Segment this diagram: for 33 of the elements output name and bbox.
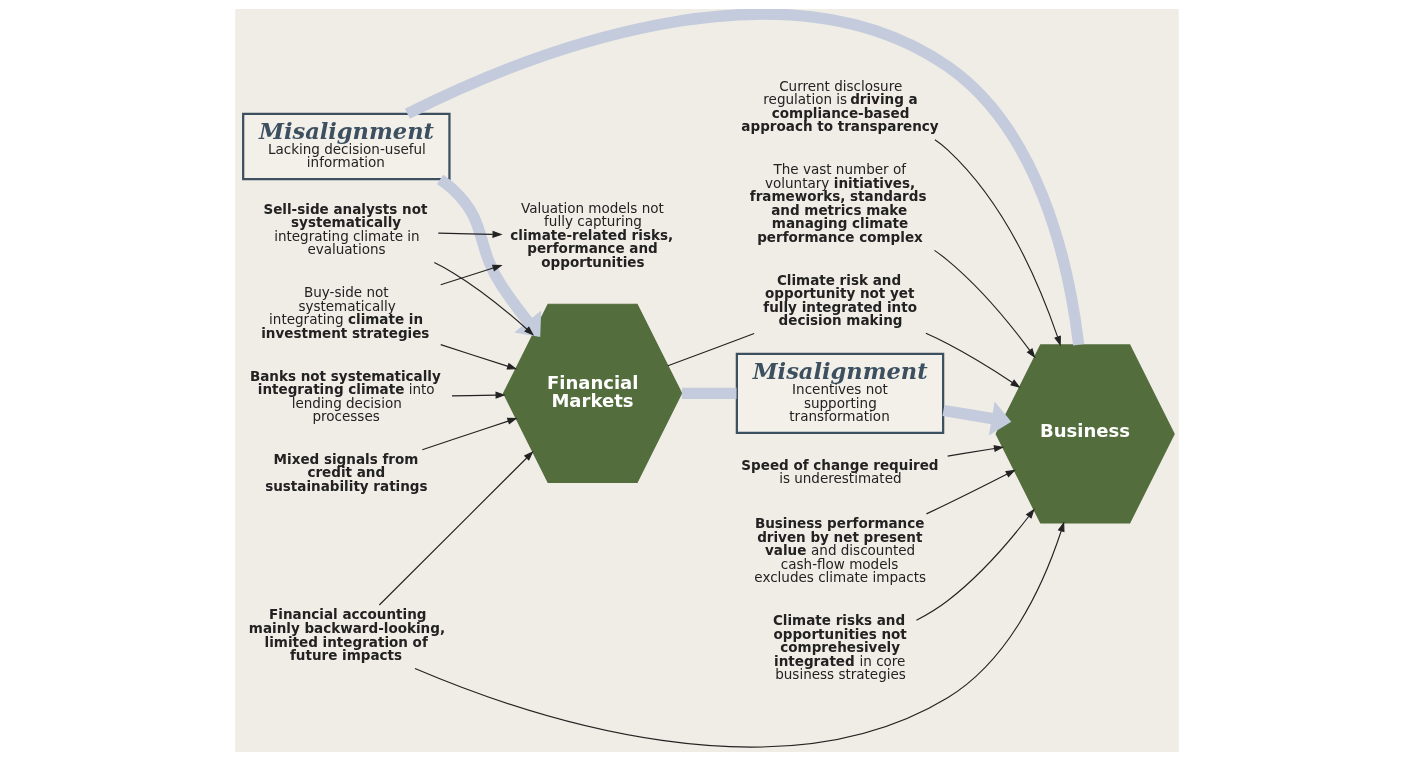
arrow [439, 343, 517, 370]
arrow [933, 249, 1035, 358]
arrow [439, 264, 503, 285]
arrow [378, 450, 534, 606]
node-box: Misalignment Lacking decision-useful information [241, 112, 451, 180]
node-text: Valuation models not fully capturing climate-related risks, performance and opportunities [509, 199, 673, 270]
arrow [933, 138, 1061, 346]
arrow [915, 508, 1035, 621]
arrow [925, 469, 1016, 514]
node-text: Speed of change required is underestimated [740, 456, 939, 486]
node-text: Financial accounting mainly backward-looking, limited integration of future impacts [248, 605, 445, 663]
arrow [450, 391, 506, 399]
node-text: Climate risks and opportunities not comprehesively integrated in core business strategies [772, 611, 907, 682]
arrow [421, 417, 518, 450]
node-text: Mixed signals from credit and sustainability ratings [264, 450, 428, 494]
arrow [436, 174, 541, 337]
node-text: The vast number of voluntary initiatives, frameworks, standards and metrics make managing climate performance complex [749, 160, 926, 245]
arrow [946, 444, 1004, 457]
node-text: Current disclosure regulation is driving a compliance-based approach to transparency [740, 77, 939, 134]
connector [404, 8, 1084, 345]
node-text: Climate risk and opportunity not yet fully integrated into decision making [762, 271, 917, 328]
arrow [433, 261, 534, 336]
connector [666, 332, 755, 366]
arrow [924, 332, 1021, 388]
node-text: Sell-side analysts not systematically integrating climate in evaluations [262, 200, 427, 257]
node-box: Misalignment Incentives not supporting transformation [735, 352, 944, 434]
connector [681, 387, 736, 399]
arrow [413, 521, 1064, 747]
node-text: Business performance driven by net present value and discounted cash-flow models excludes climate impacts [753, 514, 926, 585]
arrow [437, 230, 503, 238]
node-text: Buy-side not systematically integrating climate in investment strategies [260, 283, 429, 341]
arrow [942, 400, 1011, 436]
node-text: Banks not systematically integrating climate into lending decision processes [249, 366, 441, 424]
